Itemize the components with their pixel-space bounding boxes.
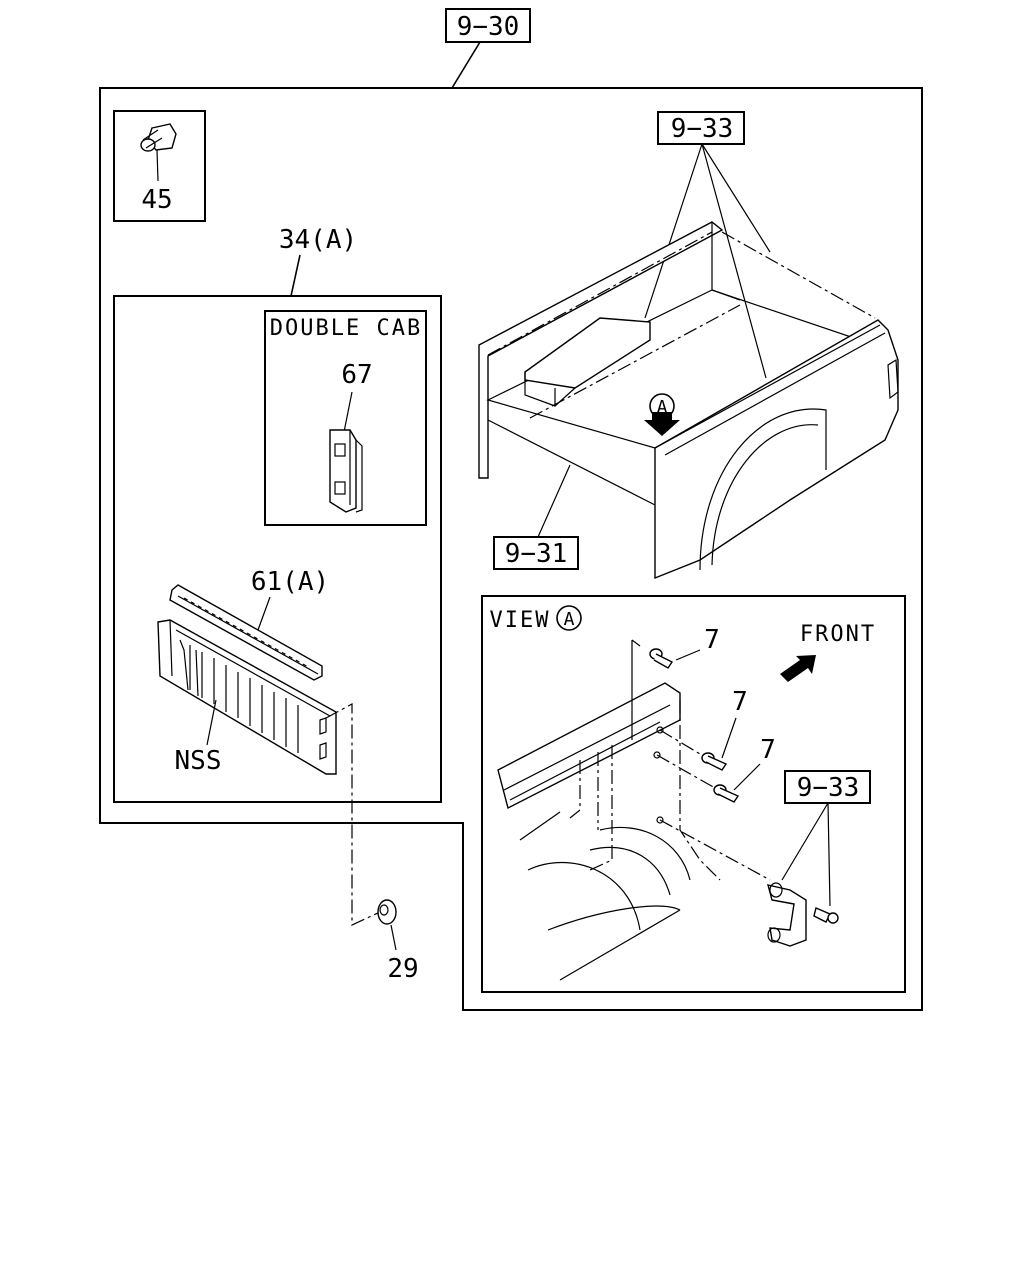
view-a-box bbox=[481, 595, 906, 993]
part-29-leader bbox=[390, 924, 397, 951]
ref-9-30-label[interactable]: 9−30 bbox=[457, 12, 520, 42]
ref-9-33-view-label[interactable]: 9−33 bbox=[797, 773, 860, 803]
part-45-box bbox=[113, 110, 206, 222]
view-marker-circle bbox=[556, 605, 582, 631]
screw-7c-icon bbox=[713, 784, 740, 803]
view-a-detail-icon bbox=[497, 639, 771, 981]
part-61a-label[interactable]: 61(A) bbox=[251, 567, 329, 597]
down-arrow-icon bbox=[644, 412, 680, 436]
part-34a-leader bbox=[290, 254, 301, 297]
tailgate-rail-icon bbox=[169, 584, 323, 681]
truck-bed-icon bbox=[478, 221, 899, 580]
ref-9-33-top-label[interactable]: 9−33 bbox=[671, 114, 734, 144]
part-7a-label[interactable]: 7 bbox=[704, 625, 720, 655]
part-45-leader bbox=[156, 149, 159, 182]
ref-9-31-label[interactable]: 9−31 bbox=[505, 539, 568, 569]
part-7b-leader bbox=[721, 717, 737, 759]
front-label[interactable]: FRONT bbox=[800, 622, 876, 647]
part-7b-label[interactable]: 7 bbox=[732, 687, 748, 717]
view-label[interactable]: VIEW bbox=[490, 608, 551, 633]
part-7a-leader bbox=[675, 649, 701, 661]
tailgate-panel-icon bbox=[157, 619, 337, 775]
screw-hook-icon bbox=[813, 907, 839, 924]
part-61a-leader bbox=[257, 596, 271, 631]
ref-9-33-view-leaders bbox=[781, 802, 831, 907]
bracket-67-icon bbox=[329, 429, 363, 513]
double-cab-label[interactable]: DOUBLE CAB bbox=[270, 316, 422, 341]
view-marker-label[interactable]: A bbox=[564, 609, 575, 630]
plug-29-icon bbox=[377, 899, 397, 925]
double-cab-box bbox=[264, 310, 427, 526]
ref-9-33-top-box bbox=[657, 111, 745, 145]
ref-9-31-box bbox=[493, 536, 579, 570]
ref-9-31-leader bbox=[537, 464, 571, 538]
ref-9-33-top-leaders bbox=[644, 143, 771, 379]
ref-9-30-box bbox=[445, 8, 531, 43]
nss-label[interactable]: NSS bbox=[175, 746, 222, 776]
part-34a-box bbox=[113, 295, 442, 803]
tie-down-hook-icon bbox=[767, 882, 807, 947]
nss-leader bbox=[206, 699, 217, 746]
ref-9-30-leader bbox=[451, 41, 481, 89]
main-frame bbox=[99, 87, 923, 1011]
part-67-leader bbox=[343, 391, 353, 433]
part-29-label[interactable]: 29 bbox=[387, 954, 418, 984]
bolt-45-icon bbox=[140, 123, 177, 152]
screw-7a-icon bbox=[649, 648, 674, 669]
part-7c-leader bbox=[733, 763, 761, 791]
part-67-label[interactable]: 67 bbox=[341, 360, 372, 390]
screw-7b-icon bbox=[701, 752, 728, 771]
part-7c-label[interactable]: 7 bbox=[760, 735, 776, 765]
part-45-label[interactable]: 45 bbox=[141, 185, 172, 215]
part-34a-label[interactable]: 34(A) bbox=[279, 225, 357, 255]
bed-marker-label[interactable]: A bbox=[657, 397, 668, 418]
front-arrow-icon bbox=[780, 655, 816, 682]
